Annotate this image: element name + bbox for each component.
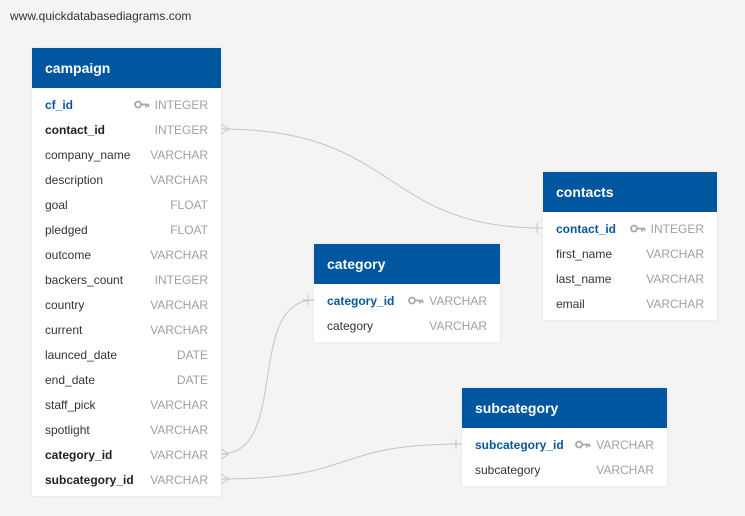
column-row-description[interactable]: description VARCHAR (32, 167, 221, 192)
key-icon (408, 296, 424, 305)
column-type: VARCHAR (150, 172, 208, 187)
column-name: backers_count (45, 272, 124, 287)
table-title[interactable]: contacts (543, 172, 717, 212)
column-name: company_name (45, 147, 131, 162)
column-row-goal[interactable]: goal FLOAT (32, 192, 221, 217)
column-row-first-name[interactable]: first_name VARCHAR (543, 241, 717, 266)
crows-foot-many (220, 123, 230, 135)
column-name: staff_pick (45, 397, 96, 412)
one-marker (450, 439, 462, 449)
column-name: launced_date (45, 347, 118, 362)
column-row-company-name[interactable]: company_name VARCHAR (32, 142, 221, 167)
column-type: FLOAT (170, 197, 208, 212)
column-type: DATE (176, 347, 208, 362)
column-type: INTEGER (154, 97, 208, 112)
column-type: VARCHAR (150, 447, 208, 462)
column-name: description (45, 172, 104, 187)
column-type: VARCHAR (150, 472, 208, 487)
column-name: category (327, 318, 374, 333)
column-name: pledged (45, 222, 88, 237)
column-name: category_id (45, 447, 113, 462)
column-name: country (45, 297, 85, 312)
column-type: VARCHAR (150, 322, 208, 337)
column-name: subcategory_id (45, 472, 134, 487)
column-name: subcategory_id (475, 437, 564, 452)
column-row-last-name[interactable]: last_name VARCHAR (543, 266, 717, 291)
column-type: VARCHAR (150, 247, 208, 262)
site-watermark: www.quickdatabasediagrams.com (10, 9, 192, 23)
column-name: contact_id (556, 221, 617, 236)
column-name: contact_id (45, 122, 106, 137)
column-row-category[interactable]: category VARCHAR (314, 313, 500, 338)
column-type: INTEGER (154, 122, 208, 137)
column-type: VARCHAR (150, 147, 208, 162)
column-type: VARCHAR (150, 397, 208, 412)
column-type: VARCHAR (150, 297, 208, 312)
relationship-campaign-category[interactable] (220, 295, 315, 460)
column-type: VARCHAR (646, 271, 704, 286)
column-type: VARCHAR (150, 422, 208, 437)
column-type: VARCHAR (596, 437, 654, 452)
column-row-subcategory[interactable]: subcategory VARCHAR (462, 457, 667, 482)
column-name: email (556, 296, 585, 311)
column-name: first_name (556, 246, 613, 261)
column-row-cf-id[interactable]: cf_id INTEGER (32, 92, 221, 117)
column-type: VARCHAR (646, 246, 704, 261)
column-row-launced-date[interactable]: launced_date DATE (32, 342, 221, 367)
column-row-country[interactable]: country VARCHAR (32, 292, 221, 317)
column-row-subcategory-id[interactable]: subcategory_id VARCHAR (462, 432, 667, 457)
key-icon (629, 224, 646, 233)
column-row-backers-count[interactable]: backers_count INTEGER (32, 267, 221, 292)
column-row-end-date[interactable]: end_date DATE (32, 367, 221, 392)
column-name: cf_id (45, 97, 74, 112)
column-row-pledged[interactable]: pledged FLOAT (32, 217, 221, 242)
column-type: VARCHAR (429, 318, 487, 333)
crows-foot-many (220, 473, 230, 485)
column-name: spotlight (45, 422, 90, 437)
column-row-contact-id[interactable]: contact_id INTEGER (32, 117, 221, 142)
column-name: goal (45, 197, 68, 212)
column-row-spotlight[interactable]: spotlight VARCHAR (32, 417, 221, 442)
one-marker (531, 223, 543, 233)
table-title[interactable]: subcategory (462, 388, 667, 428)
column-name: outcome (45, 247, 92, 262)
column-row-staff-pick[interactable]: staff_pick VARCHAR (32, 392, 221, 417)
column-type: VARCHAR (646, 296, 704, 311)
column-row-email[interactable]: email VARCHAR (543, 291, 717, 316)
column-row-current[interactable]: current VARCHAR (32, 317, 221, 342)
key-icon (575, 440, 591, 449)
key-icon (133, 100, 150, 109)
column-row-category-id[interactable]: category_id VARCHAR (32, 442, 221, 467)
column-type: DATE (176, 372, 208, 387)
column-type: INTEGER (650, 221, 704, 236)
column-row-subcategory-id[interactable]: subcategory_id VARCHAR (32, 467, 221, 492)
relationship-campaign-contacts[interactable] (220, 123, 544, 233)
table-title[interactable]: category (314, 244, 500, 284)
column-type: FLOAT (170, 222, 208, 237)
one-marker (302, 295, 314, 305)
column-row-contact-id[interactable]: contact_id INTEGER (543, 216, 717, 241)
column-row-outcome[interactable]: outcome VARCHAR (32, 242, 221, 267)
column-type: VARCHAR (429, 293, 487, 308)
crows-foot-many (220, 448, 230, 460)
column-name: end_date (45, 372, 96, 387)
column-name: last_name (556, 271, 612, 286)
column-name: subcategory (475, 462, 541, 477)
column-row-category-id[interactable]: category_id VARCHAR (314, 288, 500, 313)
column-name: current (45, 322, 83, 337)
column-type: VARCHAR (596, 462, 654, 477)
table-title[interactable]: campaign (32, 48, 221, 88)
relationship-campaign-subcategory[interactable] (220, 439, 463, 485)
column-name: category_id (327, 293, 395, 308)
column-type: INTEGER (154, 272, 208, 287)
